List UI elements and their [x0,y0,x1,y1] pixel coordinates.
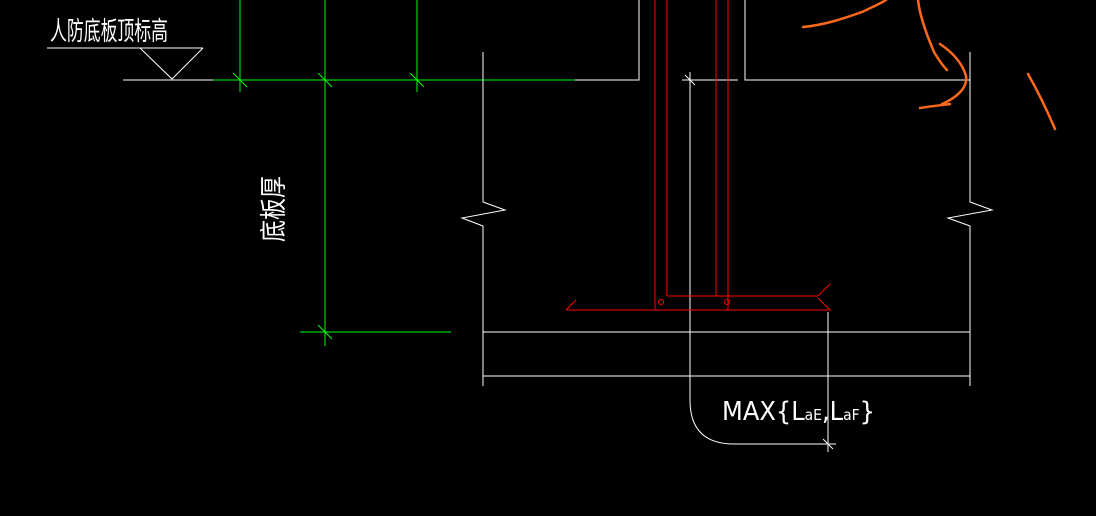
anchor-dim-right-tick [822,438,834,450]
dim-tick-3 [409,72,425,88]
formula-middle: ,L [822,397,844,427]
dim-tick-1 [232,72,248,88]
sketch-stroke-4 [918,102,952,110]
anchor-dim-top-tick [684,74,696,86]
anchor-dim-bend [689,399,735,445]
formula-suffix: } [860,397,875,427]
left-boundary-break [460,52,507,386]
sketch-stroke-3 [938,42,968,106]
thickness-label: 底板厚 [259,176,290,242]
rebar-section-dot-left [658,299,664,305]
right-boundary-break [946,52,994,386]
max-anchorage-formula: MAX{LaE,LaF} [722,397,875,427]
formula-sub1: aE [805,406,822,424]
formula-sub2: aF [843,406,860,424]
elevation-label: 人防底板顶标高 [50,17,168,47]
wall-left-top [575,0,640,81]
structure-outline [460,0,994,452]
dim-tick-2 [317,72,333,88]
rebar-hook-right-lower [817,297,831,311]
sketch-stroke-1 [801,0,888,29]
sketch-marks [801,0,1057,131]
wall-right-top [744,0,970,81]
dim-tick-4 [317,324,333,340]
rebar-hook-right-upper [817,283,831,297]
sketch-stroke-2 [916,0,949,72]
rebar-group [565,0,831,311]
elevation-triangle [139,47,204,80]
sketch-stroke-5 [1026,72,1057,131]
rebar-section-dot-right [724,299,730,305]
dimension-lines [213,0,575,346]
elevation-marker [47,47,240,81]
formula-prefix: MAX{L [722,397,805,427]
rebar-hook-left [565,299,577,311]
